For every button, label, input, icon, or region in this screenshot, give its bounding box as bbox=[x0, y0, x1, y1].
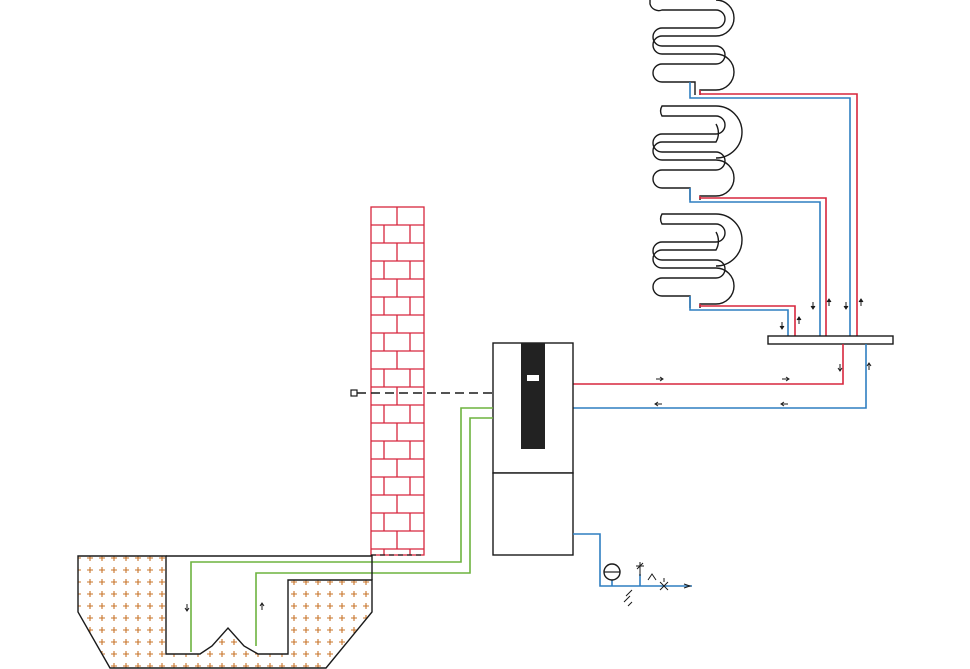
outdoor-sensor-icon bbox=[350, 389, 358, 397]
serpentine-loop-icon bbox=[652, 105, 743, 200]
underfloor-loop-middle bbox=[652, 105, 743, 200]
manifold-icon bbox=[767, 335, 894, 345]
bottom-loop-supply-pipe bbox=[699, 304, 796, 336]
valve-icon bbox=[623, 562, 692, 607]
serpentine-loop-icon bbox=[652, 213, 743, 308]
middle-loop-return-pipe bbox=[689, 188, 821, 336]
brine-outgoing-pipe bbox=[190, 407, 493, 652]
underfloor-loop-bottom bbox=[652, 213, 743, 308]
brine-return-pipe bbox=[255, 417, 493, 646]
display-screen bbox=[527, 375, 539, 381]
middle-loop-supply-pipe bbox=[699, 196, 827, 336]
top-loop-return-pipe bbox=[689, 82, 851, 336]
underfloor-loop-top bbox=[649, 0, 735, 95]
trench-outline bbox=[77, 555, 373, 669]
ground-surface-line bbox=[166, 555, 373, 580]
top-loop-supply-pipe bbox=[699, 90, 858, 336]
main-supply-pipe bbox=[573, 344, 844, 385]
main-return-pipe bbox=[573, 344, 867, 409]
control-panel bbox=[521, 343, 545, 449]
serpentine-loop-icon bbox=[649, 0, 735, 95]
expansion-vessel-icon bbox=[603, 563, 621, 581]
main-circuit-pipes bbox=[573, 344, 867, 409]
water-connection bbox=[573, 533, 692, 587]
ground-loop-arrows bbox=[184, 602, 265, 612]
ground-loop-icon bbox=[77, 555, 373, 669]
manifold-flow-arrows bbox=[779, 298, 864, 330]
water-inlet-pipe bbox=[573, 533, 692, 587]
heat-pump-lower-cabinet bbox=[492, 472, 574, 556]
heat-pump-icon bbox=[492, 342, 574, 556]
soil-area bbox=[78, 556, 372, 668]
loop-pipes bbox=[689, 82, 858, 336]
main-circuit-arrows bbox=[654, 362, 872, 407]
ground-loop-pipes bbox=[190, 407, 493, 652]
bottom-loop-return-pipe bbox=[689, 296, 789, 336]
brick-wall-icon bbox=[370, 206, 425, 556]
